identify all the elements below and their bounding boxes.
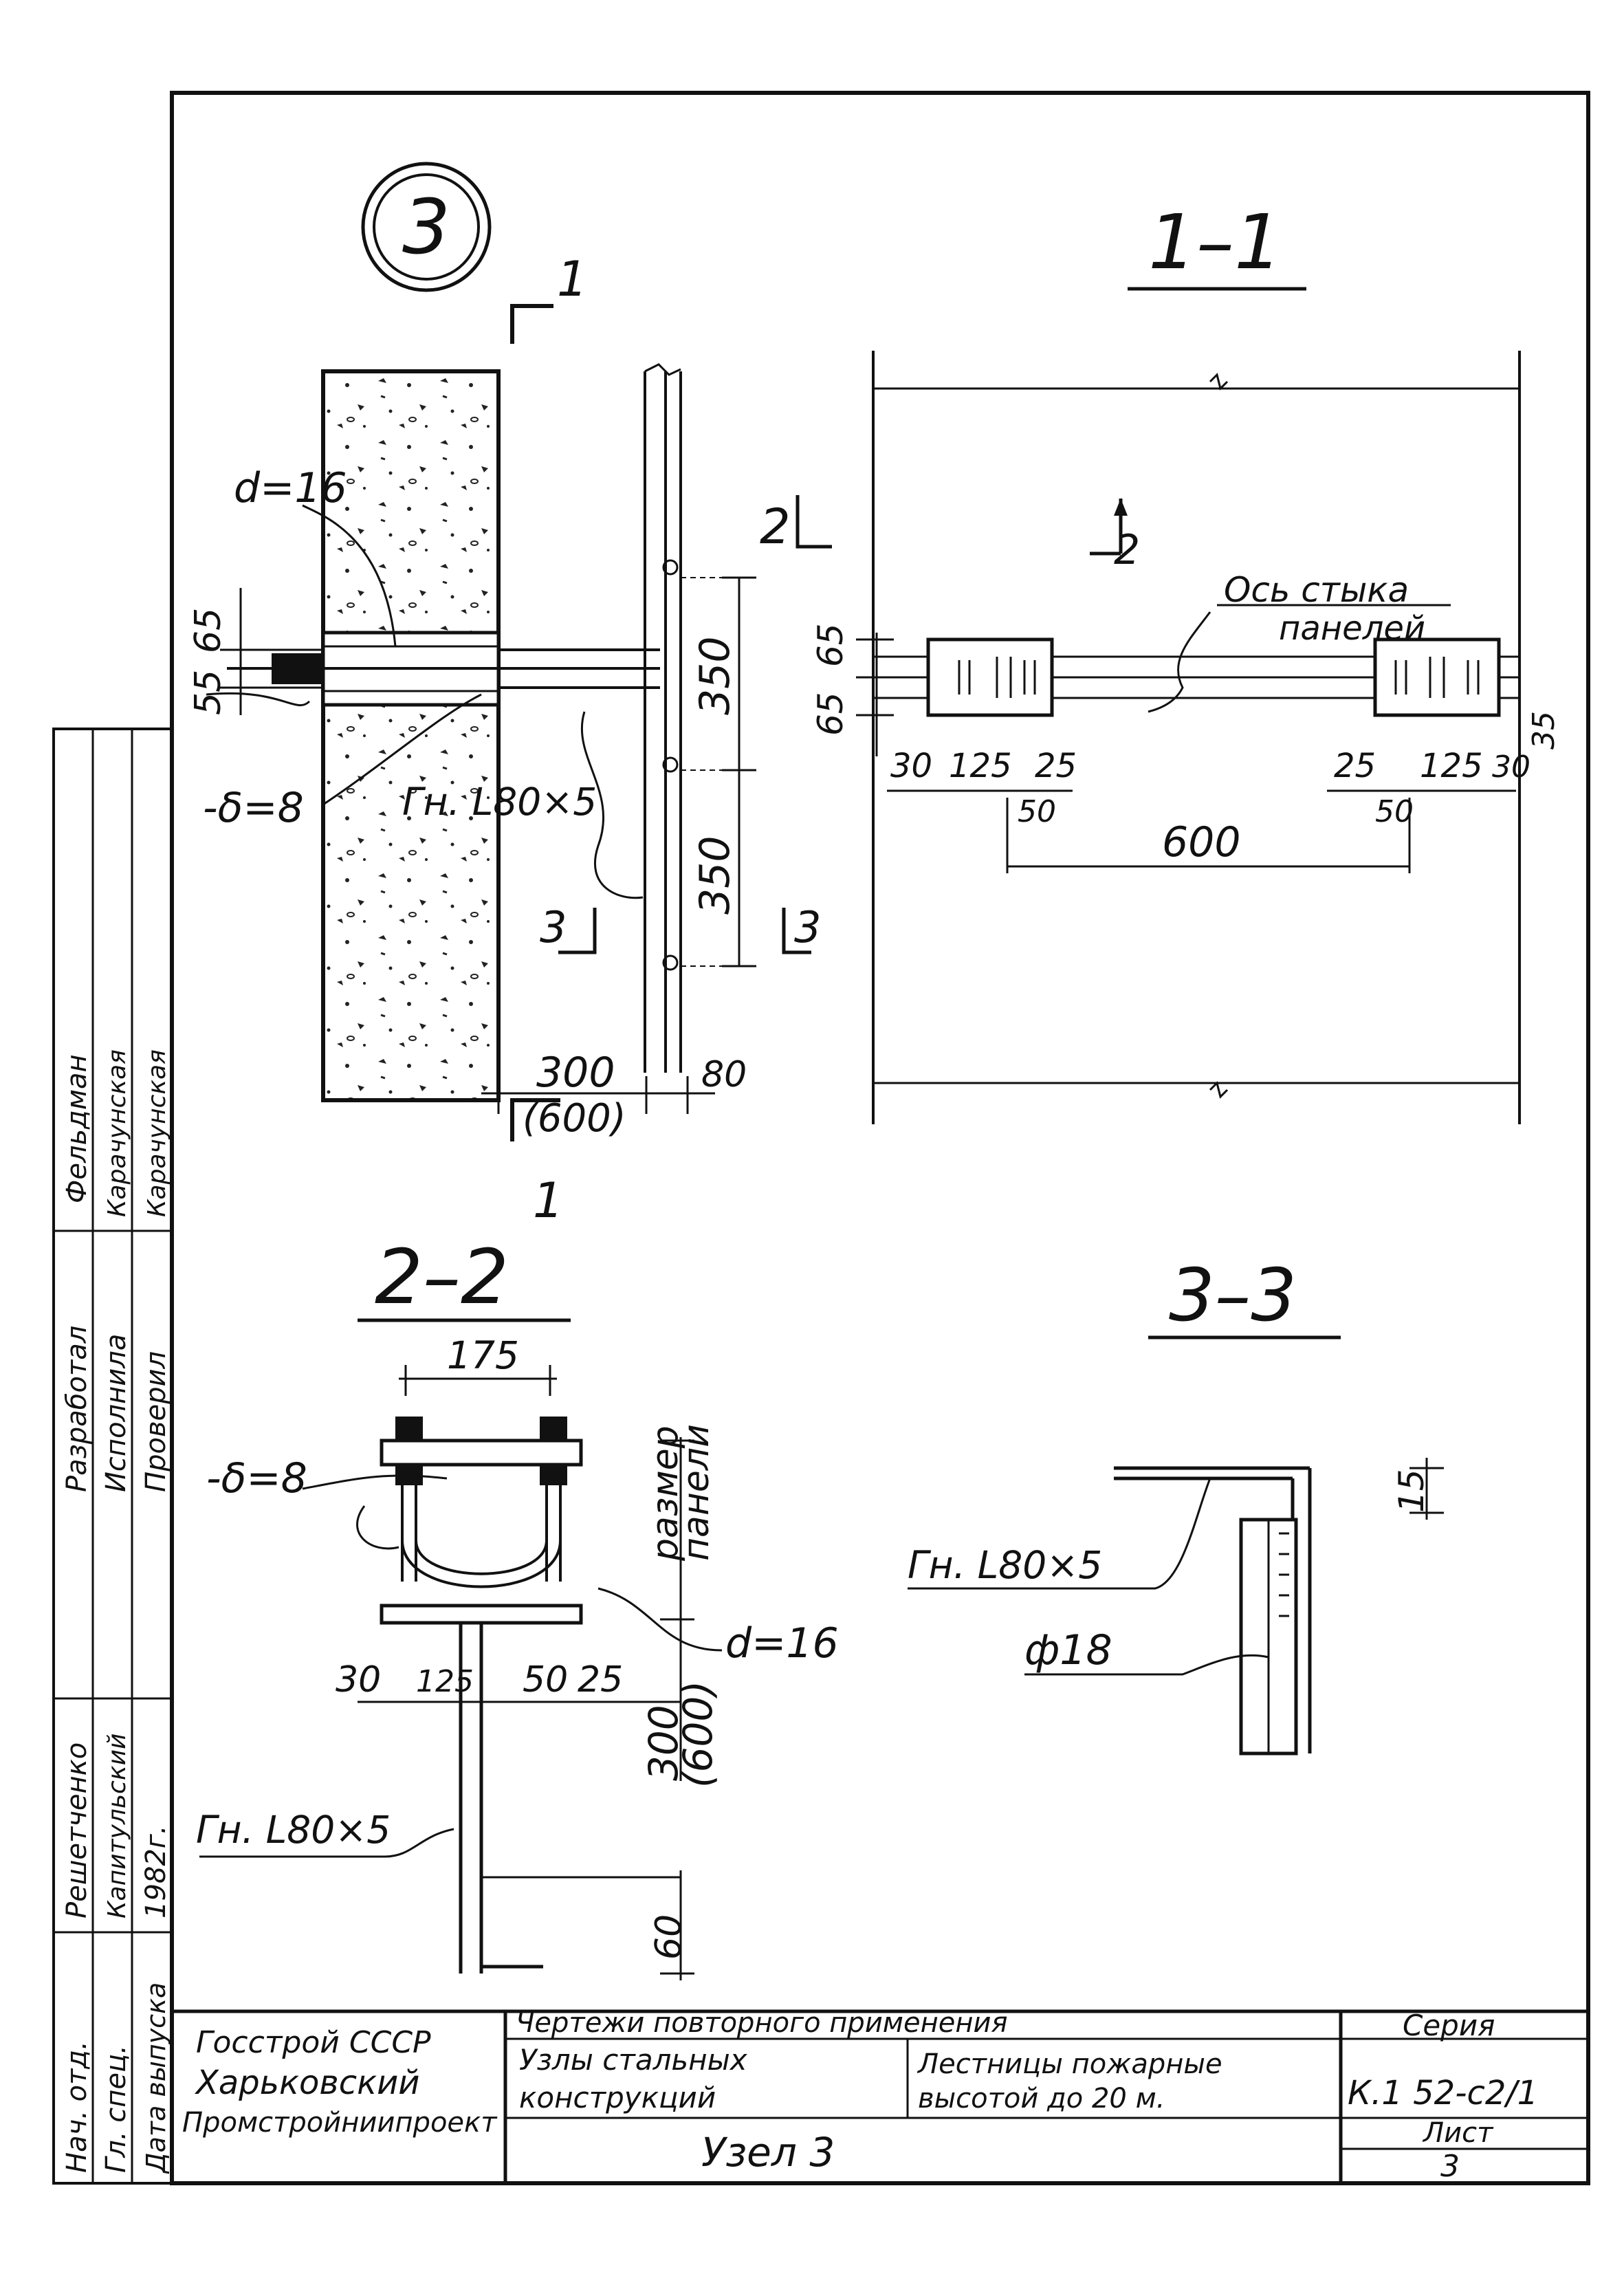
plan-d50: 50 [1018, 794, 1056, 829]
stamp-name-1: Фельдман [61, 1054, 93, 1203]
s2-d30: 30 [336, 1659, 381, 1701]
side-stamp: Разработал Фельдман Исполнила Карачунска… [52, 728, 173, 2185]
elev-plate: -δ=8 [203, 784, 304, 832]
node-number: 3 [402, 183, 450, 271]
s2-d60: 60 [648, 1914, 690, 1960]
stamp-name-3: Карачунская [143, 1049, 171, 1217]
elev-dim-350-bottom: 350 [691, 835, 739, 915]
section-2-2: 2–2 175 -δ=8 размер панели d=16 30 125 5… [196, 1233, 839, 1980]
s3-angle: Гн. L80×5 [908, 1543, 1102, 1587]
plan-d65a: 65 [811, 623, 851, 667]
s2-bottom-plate [380, 1604, 583, 1625]
cut2-right-label: 2 [1114, 526, 1140, 574]
tb-col1-line1: Узлы стальных [519, 2043, 748, 2077]
node-marker: 3 [361, 162, 492, 292]
s2-top-plate [380, 1439, 583, 1467]
stamp-name-5: Капитульский [103, 1734, 131, 1918]
stamp-role-4: Нач. отд. [61, 2041, 93, 2173]
elev-dim-65: 65 [188, 608, 229, 653]
elev-angle: Гн. L80×5 [402, 780, 597, 824]
plan-d65b: 65 [811, 692, 851, 736]
stamp-role-3: Проверил [140, 1351, 172, 1492]
s3-phi: ф18 [1024, 1626, 1112, 1674]
s2-d16: d=16 [725, 1619, 839, 1668]
elev-dim-55: 55 [188, 670, 229, 715]
plan-d25: 25 [1035, 747, 1077, 785]
cut1-bottom-label: 1 [533, 1172, 564, 1229]
plan-d600: 600 [1162, 818, 1241, 866]
s3-d15: 15 [1392, 1469, 1431, 1513]
plan-d30r: 30 [1492, 750, 1530, 785]
tb-sheet-name: Узел 3 [701, 2129, 835, 2176]
tb-col1-line2: конструкций [519, 2081, 716, 2114]
plan-d50r: 50 [1375, 794, 1414, 829]
elevation-view: 1 1 d=16 -δ=8 Гн. L80×5 65 55 350 350 [188, 251, 832, 1229]
tb-org1: Госстрой СССР [196, 2025, 431, 2060]
plan-d35: 35 [1526, 711, 1561, 750]
side-stamp-row-2: Исполнила Карачунская [100, 1049, 132, 1492]
s2-d175: 175 [447, 1333, 519, 1377]
elev-dim-600: (600) [523, 1096, 626, 1141]
section-3-3-title: 3–3 [1169, 1254, 1297, 1337]
section-1-1: 1–1 2 Ось стыка панелей 65 65 30 125 25 … [811, 198, 1561, 1124]
s2-d300: 300 [640, 1705, 687, 1781]
side-stamp-row-3: Проверил Карачунская [140, 1049, 172, 1492]
s2-d25: 25 [578, 1659, 623, 1701]
cut3-right-label: 3 [794, 902, 821, 952]
s2-angle: Гн. L80×5 [196, 1808, 391, 1852]
s2-plate: -δ=8 [206, 1454, 307, 1502]
stamp-name-6: 1982г. [140, 1825, 172, 1918]
plan-plate-left [926, 637, 1054, 717]
cut1-top-label: 1 [557, 251, 588, 307]
plan-d125: 125 [949, 747, 1012, 785]
stamp-role-5: Гл. спец. [100, 2045, 132, 2173]
tb-list-label: Лист [1422, 2117, 1494, 2149]
cut3-left-label: 3 [540, 902, 567, 952]
plan-d25r: 25 [1334, 747, 1376, 785]
tb-col2-line1: Лестницы пожарные [917, 2048, 1222, 2080]
title-block: Госстрой СССР Харьковский Промстройниипр… [172, 2007, 1588, 2184]
plan-d30: 30 [890, 747, 932, 785]
s2-d50: 50 [523, 1659, 568, 1701]
cut2-left-label: 2 [760, 499, 791, 555]
s2-d600: (600) [674, 1681, 721, 1788]
stamp-name-2: Карачунская [103, 1049, 131, 1217]
tb-series-title: Чертежи повторного применения [516, 2007, 1008, 2039]
s2-d125: 125 [416, 1664, 474, 1699]
stamp-role-6: Дата выпуска [141, 1982, 171, 2174]
s2-paneli: панели [676, 1424, 717, 1561]
plan-d125r: 125 [1420, 747, 1483, 785]
elev-dim-300: 300 [536, 1049, 615, 1097]
tb-col2-line2: высотой до 20 м. [918, 2083, 1165, 2114]
tb-org3: Промстройниипроект [182, 2107, 498, 2139]
elev-d16: d=16 [234, 464, 347, 512]
stamp-role-2: Исполнила [100, 1334, 132, 1492]
side-stamp-row-5: Гл. спец. Капитульский [100, 1734, 132, 2173]
plan-plate-right [1373, 637, 1501, 717]
plan-axis-line1: Ось стыка [1224, 570, 1409, 610]
stamp-role-1: Разработал [61, 1326, 93, 1492]
section-2-2-title: 2–2 [375, 1233, 509, 1321]
tb-series-value: К.1 52-с2/1 [1348, 2074, 1538, 2112]
stamp-name-4: Решетченко [61, 1742, 93, 1918]
side-stamp-row-6: Дата выпуска 1982г. [140, 1825, 172, 2174]
section-1-1-title: 1–1 [1148, 198, 1282, 286]
elev-dim-80: 80 [701, 1054, 747, 1095]
section-3-3: 3–3 Гн. L80×5 15 ф18 [908, 1254, 1444, 1756]
elev-dim-350-top: 350 [691, 636, 739, 715]
side-stamp-row-4: Нач. отд. Решетченко [61, 1742, 93, 2173]
tb-org2: Харьковский [194, 2064, 419, 2102]
s2-razmer: размер [645, 1425, 686, 1562]
tb-series-label: Серия [1403, 2009, 1495, 2042]
tb-list-value: 3 [1440, 2149, 1460, 2184]
concrete-wall [321, 369, 501, 1102]
side-stamp-row-1: Разработал Фельдман [61, 1054, 93, 1492]
